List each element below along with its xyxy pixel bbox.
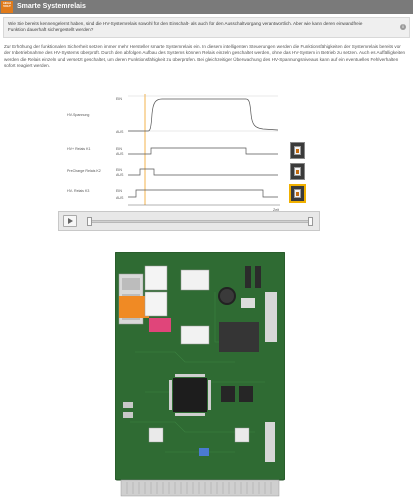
row-off-hv-voltage: AUS <box>116 130 124 134</box>
relay-timing-diagram: HV-Spannung EIN AUS HV+ Relais K1 EIN AU… <box>67 94 280 212</box>
row-off-k1: AUS <box>116 152 124 156</box>
relay-icon <box>294 167 301 176</box>
relay-icon <box>294 146 301 155</box>
relay-k2-button[interactable] <box>290 163 305 180</box>
info-icon[interactable]: i <box>400 24 406 30</box>
k3-signal <box>128 189 278 198</box>
relay-k1-button[interactable] <box>290 142 305 159</box>
row-label-k2: PreCharge Relais K2 <box>67 169 101 173</box>
progress-track[interactable] <box>89 220 311 223</box>
row-off-k3: AUS <box>116 196 124 200</box>
highlighted-relay <box>119 296 149 318</box>
relay <box>144 265 168 291</box>
hv-voltage-curve <box>128 98 279 132</box>
k1-signal <box>128 147 278 155</box>
row-on-k3: EIN <box>116 189 122 193</box>
logo: HIGH VOLT <box>1 1 13 13</box>
description-text: Zur Erhöhung der funktionalen Sicherheit… <box>4 44 406 68</box>
relay-icon <box>294 189 301 198</box>
row-label-k3: HV- Relais K3 <box>67 189 89 193</box>
relay <box>180 325 210 345</box>
relay <box>180 269 210 291</box>
k2-signal <box>128 168 278 176</box>
title-bar: HIGH VOLT Smarte Systemrelais <box>0 0 413 14</box>
row-on-hv-voltage: EIN <box>116 97 122 101</box>
progress-thumb-start[interactable] <box>87 217 92 226</box>
component <box>219 322 259 352</box>
microcontroller <box>173 378 207 412</box>
animation-player <box>58 211 320 231</box>
relay-k3-button[interactable] <box>289 184 306 203</box>
row-on-k2: EIN <box>116 168 122 172</box>
relay <box>144 291 168 317</box>
row-label-k1: HV+ Relais K1 <box>67 147 90 151</box>
intro-box: Wie Sie bereits kennengelernt haben, sin… <box>3 17 410 38</box>
play-button[interactable] <box>63 215 77 227</box>
component <box>149 318 171 332</box>
row-on-k1: EIN <box>116 147 122 151</box>
row-label-hv-voltage: HV-Spannung <box>67 113 89 117</box>
page-title: Smarte Systemrelais <box>17 3 86 10</box>
progress-thumb-end[interactable] <box>308 217 313 226</box>
logo-text: HIGH VOLT <box>3 1 11 8</box>
row-off-k2: AUS <box>116 173 124 177</box>
edge-connector <box>120 479 280 497</box>
time-axis-label: Zeit <box>273 208 279 212</box>
intro-text: Wie Sie bereits kennengelernt haben, sin… <box>8 21 363 32</box>
smart-relay-pcb-image <box>115 252 285 497</box>
